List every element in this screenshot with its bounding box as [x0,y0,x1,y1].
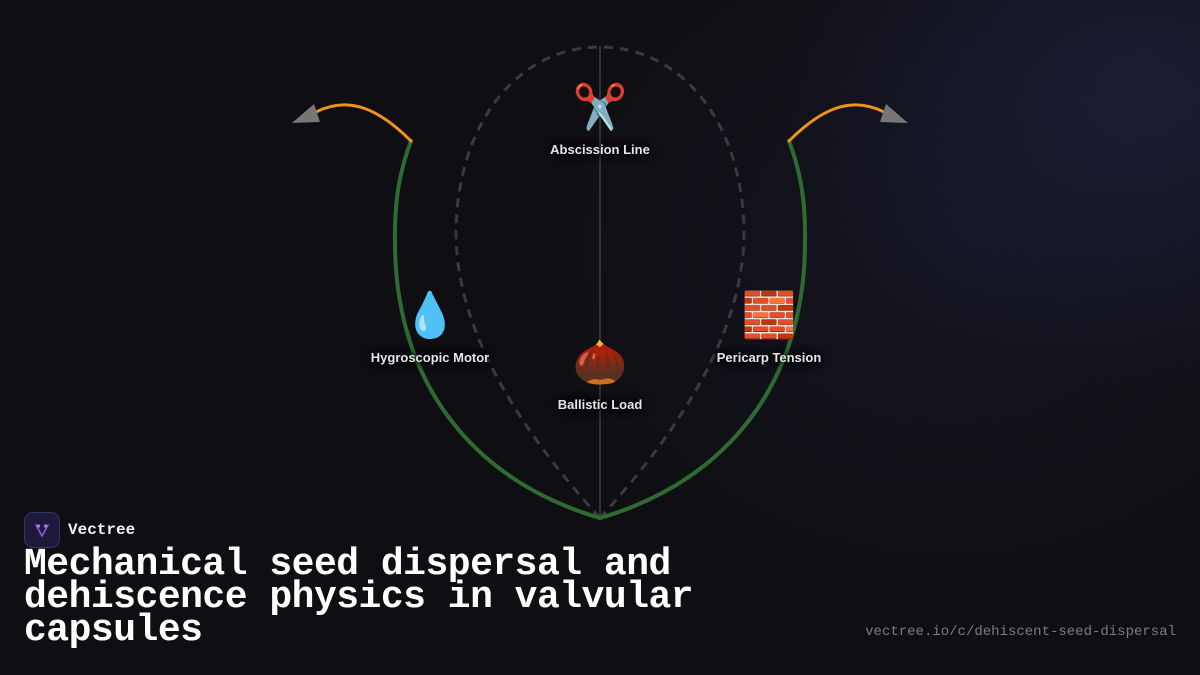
node-ballistic-load: 🌰 Ballistic Load [558,337,643,412]
page-title: Mechanical seed dispersal and dehiscence… [24,543,694,652]
node-label: Ballistic Load [557,397,643,412]
scissors-icon: ✂️ [572,82,628,133]
node-pericarp-tension: 🧱 Pericarp Tension [717,290,822,365]
right-valve [598,139,808,520]
left-arrow-head [292,104,320,123]
right-arrow-head [880,104,908,123]
left-valve-tip [314,103,413,143]
node-label: Pericarp Tension [716,350,822,365]
brick-icon: 🧱 [741,290,797,341]
brand[interactable]: Vectree [24,512,135,548]
node-abscission-line: ✂️ Abscission Line [550,82,650,157]
right-valve-tip [787,103,886,143]
chestnut-icon: 🌰 [572,337,628,388]
water-drop-icon: 💧 [402,290,458,341]
source-url[interactable]: vectree.io/c/dehiscent-seed-dispersal [865,624,1176,640]
node-hygroscopic-motor: 💧 Hygroscopic Motor [371,290,489,365]
brand-name: Vectree [68,521,136,539]
left-valve [392,139,602,520]
node-label: Abscission Line [550,142,650,157]
vectree-logo-icon [24,512,60,548]
node-label: Hygroscopic Motor [370,350,490,365]
